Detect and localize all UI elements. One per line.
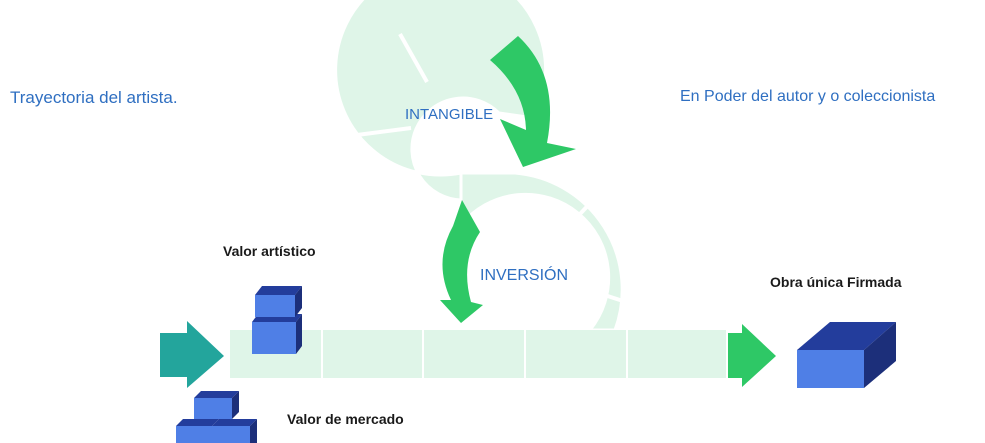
artist-trajectory-label: Trayectoria del artista.	[10, 88, 178, 107]
unique-work-cube-icon	[797, 322, 896, 388]
upper-loop-ring	[334, 0, 548, 202]
track-segment	[323, 330, 422, 378]
lower-loop-ring	[459, 171, 624, 332]
market-value-cubes-icon	[176, 391, 257, 443]
track-segment	[424, 330, 524, 378]
lower-loop	[459, 171, 627, 332]
green-arrow-right-icon	[728, 324, 776, 387]
teal-arrow-right-icon	[160, 321, 224, 388]
curved-arrow-upper-icon	[490, 36, 576, 167]
artistic-value-label: Valor artístico	[223, 243, 316, 259]
artistic-value-cubes-icon	[252, 286, 302, 354]
lower-loop-divider	[563, 196, 597, 232]
track	[230, 330, 726, 378]
upper-loop	[334, 0, 548, 202]
intangible-label: INTANGIBLE	[405, 106, 494, 123]
investment-label: INVERSIÓN	[480, 267, 569, 284]
curved-arrow-lower-icon	[440, 200, 483, 323]
track-segment	[526, 330, 626, 378]
upper-loop-divider	[356, 126, 412, 137]
market-value-label: Valor de mercado	[287, 411, 404, 427]
lower-loop-divider	[582, 286, 627, 304]
track-segment	[628, 330, 726, 378]
unique-work-label: Obra única Firmada	[770, 274, 902, 290]
upper-loop-divider	[398, 33, 429, 83]
owner-collector-label: En Poder del autor y o coleccionista	[680, 88, 936, 105]
